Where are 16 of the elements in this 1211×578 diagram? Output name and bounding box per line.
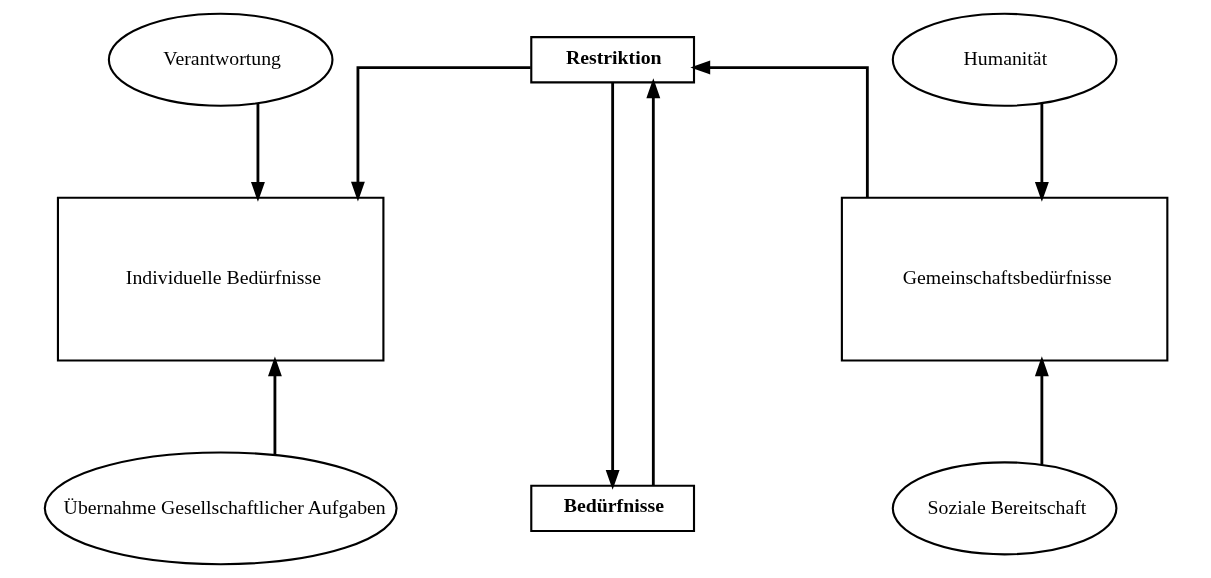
node-box: Restriktion — [529, 36, 695, 84]
node-box: Individuelle Bedürfnisse — [56, 196, 384, 362]
node-box: Gemeinschaftsbedürfnisse — [840, 196, 1168, 362]
node-ellipse: Soziale Bereitschaft — [891, 461, 1117, 556]
node-ellipse: Verantwortung — [107, 12, 334, 107]
arrow — [645, 78, 660, 486]
arrow — [689, 60, 869, 198]
node-box: Bedürfnisse — [529, 484, 695, 533]
arrow — [1034, 356, 1049, 465]
arrow — [350, 66, 531, 202]
node-ellipse: Humanität — [891, 12, 1117, 107]
arrow — [605, 82, 620, 490]
arrow — [267, 356, 282, 455]
node-ellipse: Übernahme Gesellschaftlicher Aufgaben — [43, 451, 398, 566]
arrow — [1034, 103, 1049, 202]
arrow — [250, 103, 265, 202]
